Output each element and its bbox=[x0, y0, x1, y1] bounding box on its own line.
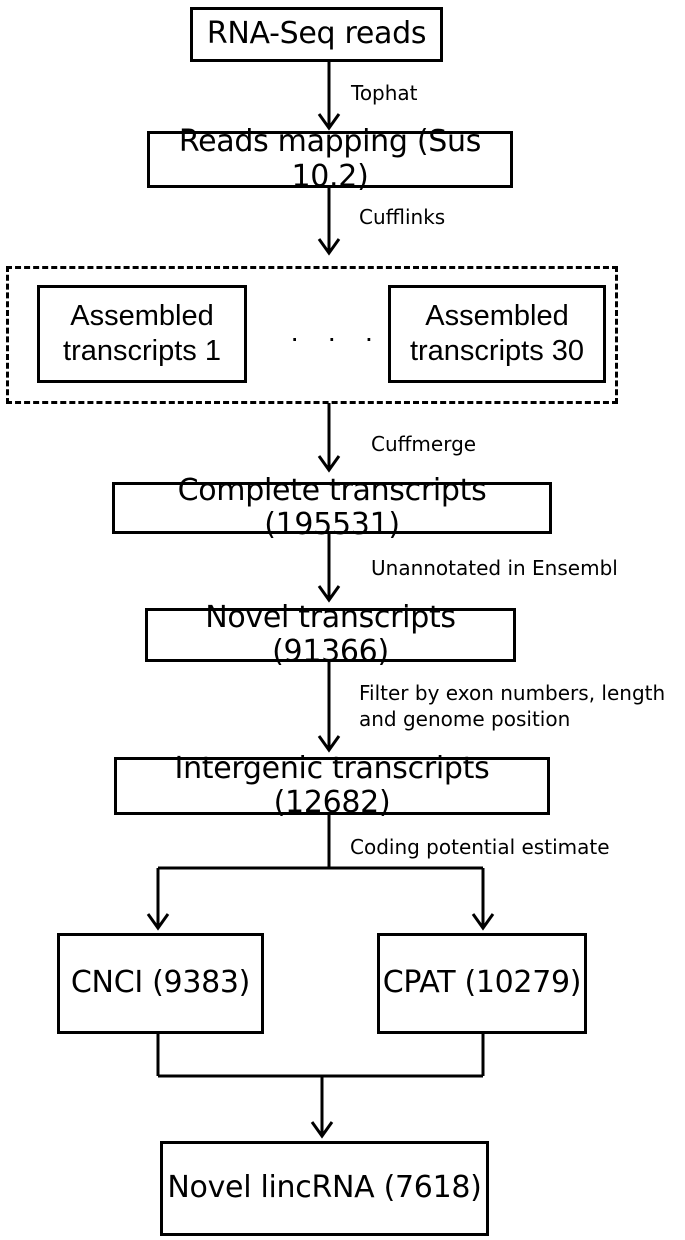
assembled-group-dashed bbox=[6, 266, 618, 404]
filter-line2: and genome position bbox=[359, 707, 571, 731]
complete-transcripts-box: Complete transcripts (195531) bbox=[112, 473, 552, 542]
novel-lincrna-label: Novel lincRNA (7618) bbox=[167, 1170, 482, 1206]
arrowhead bbox=[317, 455, 341, 473]
cpat-box: CPAT (10279) bbox=[377, 933, 587, 1034]
assembled-transcripts-30-box: Assembled transcripts 30 bbox=[388, 285, 606, 383]
assembled-1-line1: Assembled bbox=[70, 300, 214, 333]
arrowhead bbox=[317, 735, 341, 753]
arrowhead bbox=[310, 1121, 334, 1139]
edge-label-cufflinks: Cufflinks bbox=[359, 205, 446, 229]
rna-seq-reads-label: RNA-Seq reads bbox=[206, 16, 427, 52]
complete-transcripts-label: Complete transcripts (195531) bbox=[177, 472, 487, 542]
cnci-label: CNCI (9383) bbox=[70, 965, 251, 1001]
cnci-box: CNCI (9383) bbox=[57, 933, 264, 1034]
arrowhead bbox=[471, 913, 495, 931]
filter-line1: Filter by exon numbers, length bbox=[359, 681, 666, 705]
edge-label-coding-potential: Coding potential estimate bbox=[350, 835, 610, 859]
novel-transcripts-label: Novel transcripts (91366) bbox=[205, 599, 456, 669]
novel-lincrna-box: Novel lincRNA (7618) bbox=[160, 1141, 489, 1236]
edge-label-cuffmerge: Cuffmerge bbox=[371, 432, 477, 456]
edge-label-filter: Filter by exon numbers, length and genom… bbox=[359, 680, 679, 732]
edge-label-unannotated: Unannotated in Ensembl bbox=[371, 556, 618, 580]
ellipsis: · · · bbox=[290, 322, 384, 353]
arrowhead bbox=[317, 238, 341, 256]
assembled-30-line2: transcripts 30 bbox=[409, 335, 585, 367]
reads-mapping-label: Reads mapping (Sus 10.2) bbox=[178, 124, 482, 194]
intergenic-transcripts-box: Intergenic transcripts (12682) bbox=[114, 751, 550, 820]
cpat-label: CPAT (10279) bbox=[382, 965, 582, 1001]
novel-transcripts-box: Novel transcripts (91366) bbox=[145, 600, 516, 669]
reads-mapping-box: Reads mapping (Sus 10.2) bbox=[147, 124, 513, 193]
edge-label-tophat: Tophat bbox=[351, 81, 418, 105]
assembled-30-line1: Assembled bbox=[425, 300, 569, 333]
arrowhead bbox=[317, 113, 341, 131]
rna-seq-reads-box: RNA-Seq reads bbox=[190, 7, 443, 62]
assembled-1-line2: transcripts 1 bbox=[63, 335, 221, 367]
assembled-transcripts-1-box: Assembled transcripts 1 bbox=[37, 285, 247, 383]
intergenic-transcripts-label: Intergenic transcripts (12682) bbox=[174, 750, 490, 820]
arrowhead bbox=[146, 913, 170, 931]
arrowhead bbox=[317, 585, 341, 603]
